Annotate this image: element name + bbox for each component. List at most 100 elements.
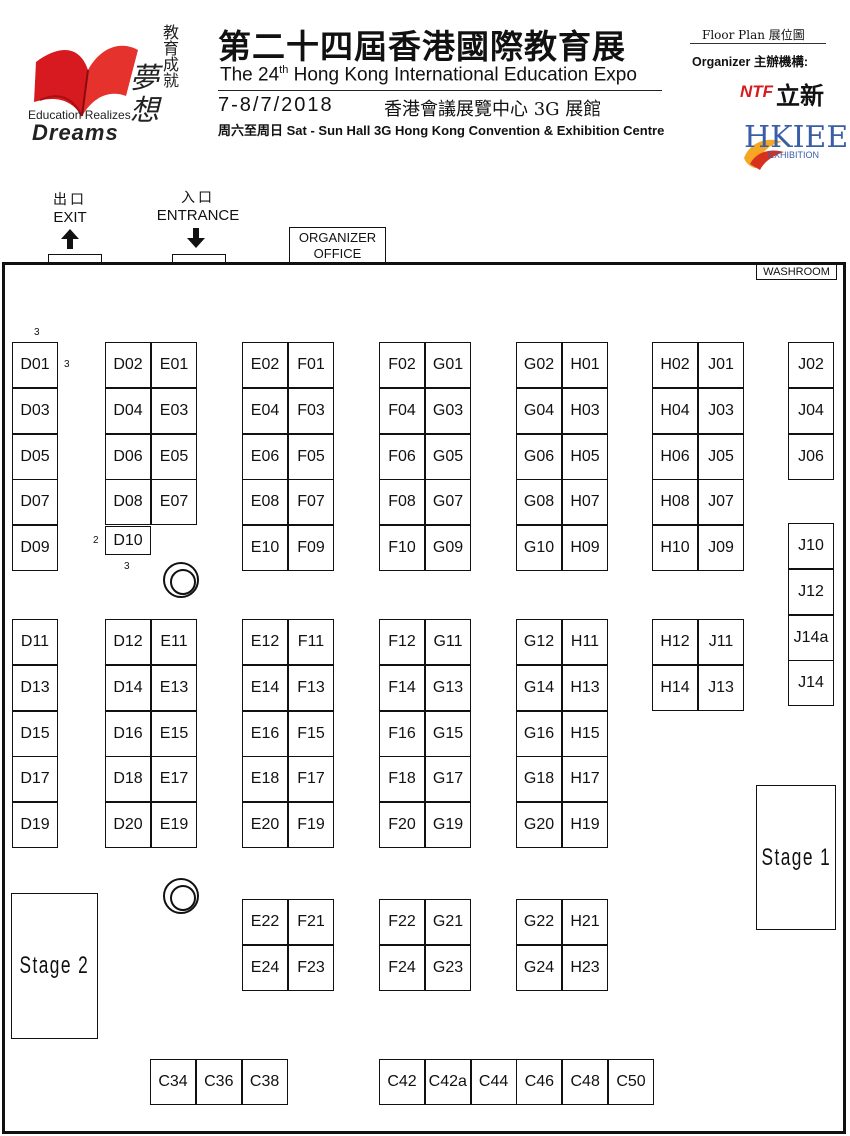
booth-d02[interactable]: D02 (105, 342, 151, 388)
booth-d12[interactable]: D12 (105, 619, 151, 665)
booth-d17[interactable]: D17 (12, 756, 58, 803)
booth-f17[interactable]: F17 (288, 756, 334, 803)
booth-e10[interactable]: E10 (242, 525, 288, 572)
booth-e19[interactable]: E19 (151, 802, 197, 849)
booth-c34[interactable]: C34 (150, 1059, 196, 1105)
booth-d08[interactable]: D08 (105, 479, 151, 526)
booth-d19[interactable]: D19 (12, 802, 58, 849)
booth-h05[interactable]: H05 (562, 433, 608, 480)
booth-f12[interactable]: F12 (379, 619, 425, 665)
booth-g16[interactable]: G16 (516, 710, 562, 757)
booth-e02[interactable]: E02 (242, 342, 288, 388)
booth-j03[interactable]: J03 (698, 387, 744, 434)
booth-h03[interactable]: H03 (562, 387, 608, 434)
booth-d03[interactable]: D03 (12, 387, 58, 434)
booth-f02[interactable]: F02 (379, 342, 425, 388)
booth-e16[interactable]: E16 (242, 710, 288, 757)
booth-f22[interactable]: F22 (379, 899, 425, 945)
booth-e13[interactable]: E13 (151, 664, 197, 711)
booth-g20[interactable]: G20 (516, 802, 562, 849)
booth-g04[interactable]: G04 (516, 387, 562, 434)
booth-e20[interactable]: E20 (242, 802, 288, 849)
booth-g15[interactable]: G15 (425, 710, 471, 757)
booth-g06[interactable]: G06 (516, 433, 562, 480)
booth-f05[interactable]: F05 (288, 433, 334, 480)
booth-g07[interactable]: G07 (425, 479, 471, 526)
booth-g21[interactable]: G21 (425, 899, 471, 945)
booth-d15[interactable]: D15 (12, 710, 58, 757)
booth-d13[interactable]: D13 (12, 664, 58, 711)
booth-f11[interactable]: F11 (288, 619, 334, 665)
booth-c46[interactable]: C46 (516, 1059, 563, 1105)
booth-d09[interactable]: D09 (12, 525, 58, 572)
booth-f21[interactable]: F21 (288, 899, 334, 945)
booth-e15[interactable]: E15 (151, 710, 197, 757)
booth-d06[interactable]: D06 (105, 433, 151, 480)
booth-d04[interactable]: D04 (105, 387, 151, 434)
booth-j13[interactable]: J13 (698, 664, 744, 711)
booth-h17[interactable]: H17 (562, 756, 608, 803)
booth-g03[interactable]: G03 (425, 387, 471, 434)
booth-h23[interactable]: H23 (562, 944, 608, 991)
booth-f04[interactable]: F04 (379, 387, 425, 434)
booth-j11[interactable]: J11 (698, 619, 744, 665)
booth-c48[interactable]: C48 (562, 1059, 609, 1105)
booth-j10[interactable]: J10 (788, 523, 834, 569)
booth-e11[interactable]: E11 (151, 619, 197, 665)
booth-h10[interactable]: H10 (652, 525, 698, 572)
booth-e01[interactable]: E01 (151, 342, 197, 388)
booth-e22[interactable]: E22 (242, 899, 288, 945)
booth-c38[interactable]: C38 (241, 1059, 288, 1105)
booth-f07[interactable]: F07 (288, 479, 334, 526)
booth-d05[interactable]: D05 (12, 433, 58, 480)
booth-e14[interactable]: E14 (242, 664, 288, 711)
booth-e05[interactable]: E05 (151, 433, 197, 480)
booth-g24[interactable]: G24 (516, 944, 562, 991)
booth-g14[interactable]: G14 (516, 664, 562, 711)
booth-j07[interactable]: J07 (698, 479, 744, 526)
booth-g09[interactable]: G09 (425, 525, 471, 572)
booth-h15[interactable]: H15 (562, 710, 608, 757)
booth-e04[interactable]: E04 (242, 387, 288, 434)
booth-j02[interactable]: J02 (788, 342, 834, 388)
booth-e06[interactable]: E06 (242, 433, 288, 480)
booth-j04[interactable]: J04 (788, 387, 834, 434)
booth-g22[interactable]: G22 (516, 899, 562, 945)
booth-e12[interactable]: E12 (242, 619, 288, 665)
booth-h19[interactable]: H19 (562, 802, 608, 849)
booth-h12[interactable]: H12 (652, 619, 698, 665)
booth-e07[interactable]: E07 (151, 479, 197, 526)
booth-e03[interactable]: E03 (151, 387, 197, 434)
booth-f03[interactable]: F03 (288, 387, 334, 434)
booth-f19[interactable]: F19 (288, 802, 334, 849)
booth-j01[interactable]: J01 (698, 342, 744, 388)
booth-e24[interactable]: E24 (242, 944, 288, 991)
booth-h13[interactable]: H13 (562, 664, 608, 711)
booth-f18[interactable]: F18 (379, 756, 425, 803)
booth-g05[interactable]: G05 (425, 433, 471, 480)
booth-c50[interactable]: C50 (608, 1059, 654, 1105)
booth-g19[interactable]: G19 (425, 802, 471, 849)
booth-d01[interactable]: D01 (12, 342, 58, 388)
booth-h14[interactable]: H14 (652, 664, 698, 711)
booth-d07[interactable]: D07 (12, 479, 58, 526)
booth-e17[interactable]: E17 (151, 756, 197, 803)
booth-g01[interactable]: G01 (425, 342, 471, 388)
booth-g11[interactable]: G11 (425, 619, 471, 665)
booth-h02[interactable]: H02 (652, 342, 698, 388)
booth-f10[interactable]: F10 (379, 525, 425, 572)
booth-j06[interactable]: J06 (788, 433, 834, 480)
booth-j14[interactable]: J14 (788, 660, 834, 707)
booth-g23[interactable]: G23 (425, 944, 471, 991)
booth-c44[interactable]: C44 (470, 1059, 517, 1105)
booth-f01[interactable]: F01 (288, 342, 334, 388)
booth-d16[interactable]: D16 (105, 710, 151, 757)
booth-f15[interactable]: F15 (288, 710, 334, 757)
booth-g10[interactable]: G10 (516, 525, 562, 572)
booth-c36[interactable]: C36 (195, 1059, 242, 1105)
booth-d18[interactable]: D18 (105, 756, 151, 803)
booth-g08[interactable]: G08 (516, 479, 562, 526)
booth-d20[interactable]: D20 (105, 802, 151, 849)
booth-h09[interactable]: H09 (562, 525, 608, 572)
booth-j09[interactable]: J09 (698, 525, 744, 572)
